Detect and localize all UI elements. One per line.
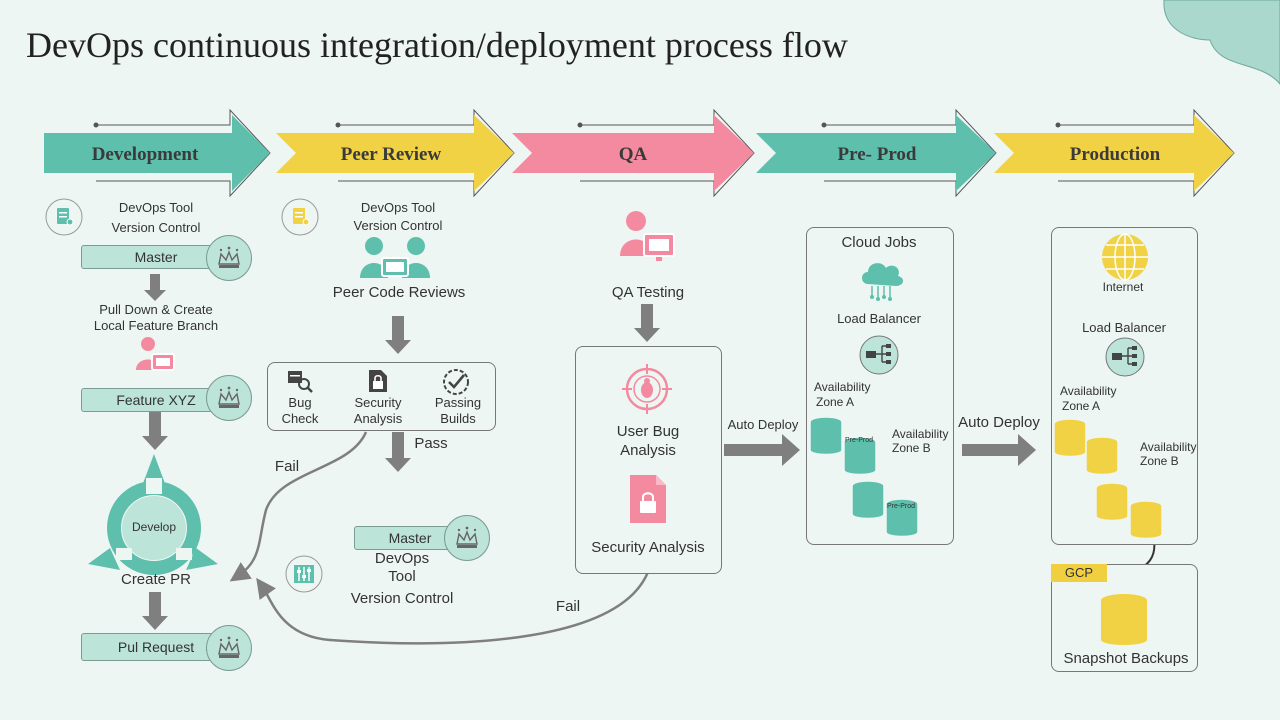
secure-document-icon [630,475,666,523]
review-devops-line1: DevOps [374,550,430,567]
pre-prod-load-balancer-label: Load Balancer [837,311,921,326]
fail-label-qa: Fail [555,598,581,615]
internet-label: Internet [1102,280,1144,294]
develop-label: Develop [131,520,177,534]
pre-prod-zone-a-line1: Availability [814,380,871,394]
review-devops-line3: Version Control [350,590,454,607]
production-zone-b-line2: Zone B [1140,454,1179,468]
stage-arrow-pre-prod [756,108,997,198]
stage-label-peer-review: Peer Review [340,144,442,165]
pre-prod-auto-deploy: Auto Deploy [727,417,799,432]
bug-check-icon [288,371,313,393]
document-icon [281,198,319,236]
peer-code-reviews-label: Peer Code Reviews [332,284,466,301]
dev-pull-line1: Pull Down & Create [99,302,213,317]
develop-cycle-icon [88,454,218,575]
pr-tool-line2: Version Control [353,218,443,233]
crown-badge [206,625,252,671]
crown-icon [456,526,478,548]
pre-prod-db-label: Pre-Prod [886,503,915,510]
security-analysis-label: Security Analysis [591,539,705,556]
load-balancer-icon [859,335,899,375]
database-icon [1053,418,1087,458]
production-zone-a-line1: Availability [1060,384,1117,398]
qa-testing-label: QA Testing [611,284,685,301]
pre-prod-zone-b-line1: Availability [892,427,949,441]
crown-badge [206,235,252,281]
check-bug-line2: Check [281,411,319,426]
user-bug-line2: Analysis [620,442,676,459]
cloud-icon [862,263,904,301]
production-zone-b-line1: Availability [1140,440,1197,454]
qa-tester-icon [620,211,675,261]
dev-pull-line2: Local Feature Branch [93,318,219,333]
pre-prod-zone-a-line2: Zone A [816,395,855,409]
settings-sliders-icon [285,555,323,593]
database-icon [1085,436,1119,476]
stage-arrow-peer-review [276,108,515,198]
database-icon [1095,482,1129,522]
check-passing-line1: Passing [434,395,482,410]
database-icon [1129,500,1163,540]
backup-database-icon [1099,592,1149,647]
crown-icon [218,246,240,268]
check-passing-line2: Builds [440,411,476,426]
passing-builds-icon [443,369,469,395]
document-icon [45,198,83,236]
crown-badge [444,515,490,561]
fail-label-review: Fail [274,458,300,475]
check-security-line2: Analysis [353,411,403,426]
production-load-balancer-label: Load Balancer [1082,320,1166,335]
stage-label-production: Production [1069,144,1161,165]
gcp-badge: GCP [1051,564,1107,582]
database-icon [809,416,843,456]
pre-prod-databases [809,416,919,538]
database-icon [885,498,919,538]
load-balancer-icon [1105,337,1145,377]
bug-target-icon [622,364,672,414]
check-bug-line1: Bug [288,395,312,410]
snapshot-backups-label: Snapshot Backups [1063,650,1189,667]
crown-icon [218,386,240,408]
create-pr-label: Create PR [120,571,192,588]
pre-prod-zone-b-line2: Zone B [892,441,931,455]
pre-prod-db-label: Pre-Prod [844,437,873,444]
pass-label: Pass [414,435,448,452]
database-icon [843,436,877,476]
production-zone-a-line2: Zone A [1062,399,1101,413]
stage-label-development: Development [91,144,199,165]
check-security-line1: Security [354,395,402,410]
database-icon [851,480,885,520]
dev-tool-line2: Version Control [111,220,201,235]
production-auto-deploy: Auto Deploy [958,414,1040,431]
stage-label-qa: QA [618,144,648,165]
peer-review-icon [360,237,430,278]
stage-arrow-qa [512,108,755,198]
stage-arrow-development [44,108,271,198]
globe-icon [1102,233,1148,281]
crown-badge [206,375,252,421]
stage-arrow-production [994,108,1235,198]
corner-decoration [1163,0,1280,85]
dev-tool-line1: DevOps Tool [118,200,194,215]
crown-icon [218,636,240,658]
stage-label-pre-prod: Pre- Prod [837,144,917,165]
pr-tool-line1: DevOps Tool [360,200,436,215]
cloud-jobs-label: Cloud Jobs [841,234,917,251]
page-title: DevOps continuous integration/deployment… [26,25,848,65]
review-devops-line2: Tool [388,568,416,585]
production-databases [1053,418,1163,540]
user-bug-line1: User Bug [616,423,680,440]
security-lock-icon [369,370,387,392]
developer-icon [136,337,175,371]
dev-down-arrows [142,274,1036,630]
